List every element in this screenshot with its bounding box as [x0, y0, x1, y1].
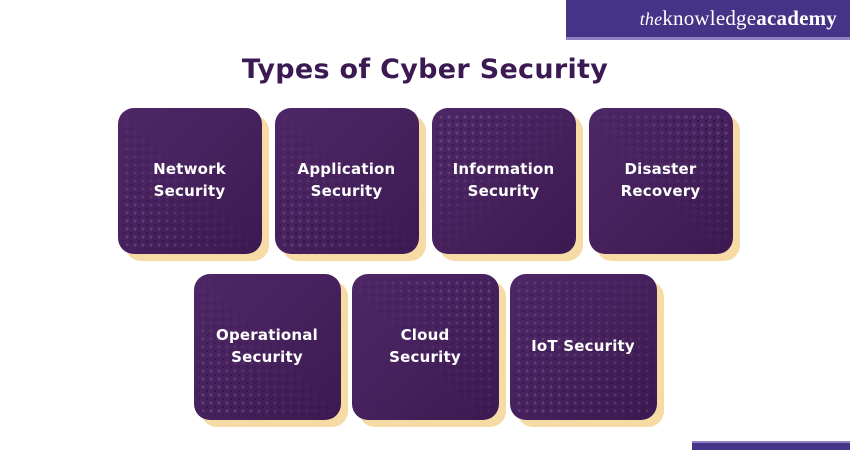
card-disaster-recovery: Disaster Recovery — [588, 108, 733, 254]
logo-academy: academy — [756, 6, 837, 30]
card-label: Disaster Recovery — [620, 160, 701, 200]
card-information-security: Information Security — [431, 108, 576, 254]
brand-header-bar: theknowledgeacademy — [566, 0, 850, 40]
card-application-security: Application Security — [274, 108, 419, 254]
page-title: Types of Cyber Security — [241, 54, 609, 85]
card-row-1: Network Security Application Security In… — [0, 108, 850, 254]
logo-the: the — [639, 9, 663, 29]
card-label: Application Security — [297, 160, 396, 200]
card-operational-security: Operational Security — [193, 274, 341, 420]
card-label: Information Security — [452, 160, 555, 200]
card-network-security: Network Security — [117, 108, 262, 254]
card-label: IoT Security — [531, 337, 635, 356]
card-iot-security: IoT Security — [509, 274, 657, 420]
card-label: Cloud Security — [389, 326, 461, 366]
card-label: Operational Security — [216, 326, 318, 366]
logo-knowledge: knowledge — [662, 6, 757, 30]
brand-footer-bar — [692, 441, 850, 450]
card-row-2: Operational Security Cloud Security IoT … — [0, 274, 850, 420]
card-label: Network Security — [153, 160, 226, 200]
knowledge-academy-logo: theknowledgeacademy — [640, 8, 837, 29]
card-grid: Network Security Application Security In… — [0, 108, 850, 420]
card-cloud-security: Cloud Security — [351, 274, 499, 420]
